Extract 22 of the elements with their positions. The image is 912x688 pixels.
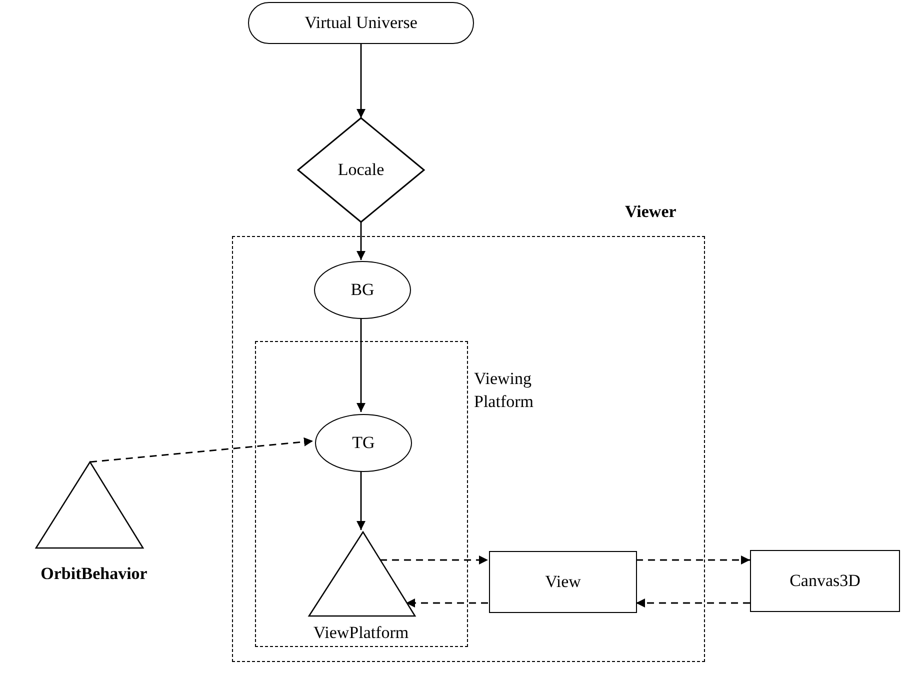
object-box xyxy=(750,550,900,612)
arrow xyxy=(636,598,750,608)
terminal-box xyxy=(248,2,474,44)
arrow xyxy=(380,556,488,564)
node-label: Virtual Universe xyxy=(304,13,418,33)
group-title: Viewer xyxy=(625,201,678,223)
node-label: BG xyxy=(350,280,374,300)
node-label: OrbitBehavior xyxy=(40,564,148,584)
arrow xyxy=(406,598,488,608)
object-box xyxy=(489,551,637,613)
arrow xyxy=(356,44,366,118)
group-title: Viewing Platform xyxy=(474,368,534,413)
node-label: Canvas3D xyxy=(790,571,860,591)
node-label: View xyxy=(545,572,581,592)
arrow xyxy=(90,437,314,463)
arrow xyxy=(356,222,366,260)
arrow xyxy=(356,318,366,412)
node-label: TG xyxy=(352,433,375,453)
node-label: Locale xyxy=(338,160,384,180)
node-label: ViewPlatform xyxy=(312,623,410,643)
arrow xyxy=(636,556,750,564)
arrow xyxy=(356,470,366,530)
